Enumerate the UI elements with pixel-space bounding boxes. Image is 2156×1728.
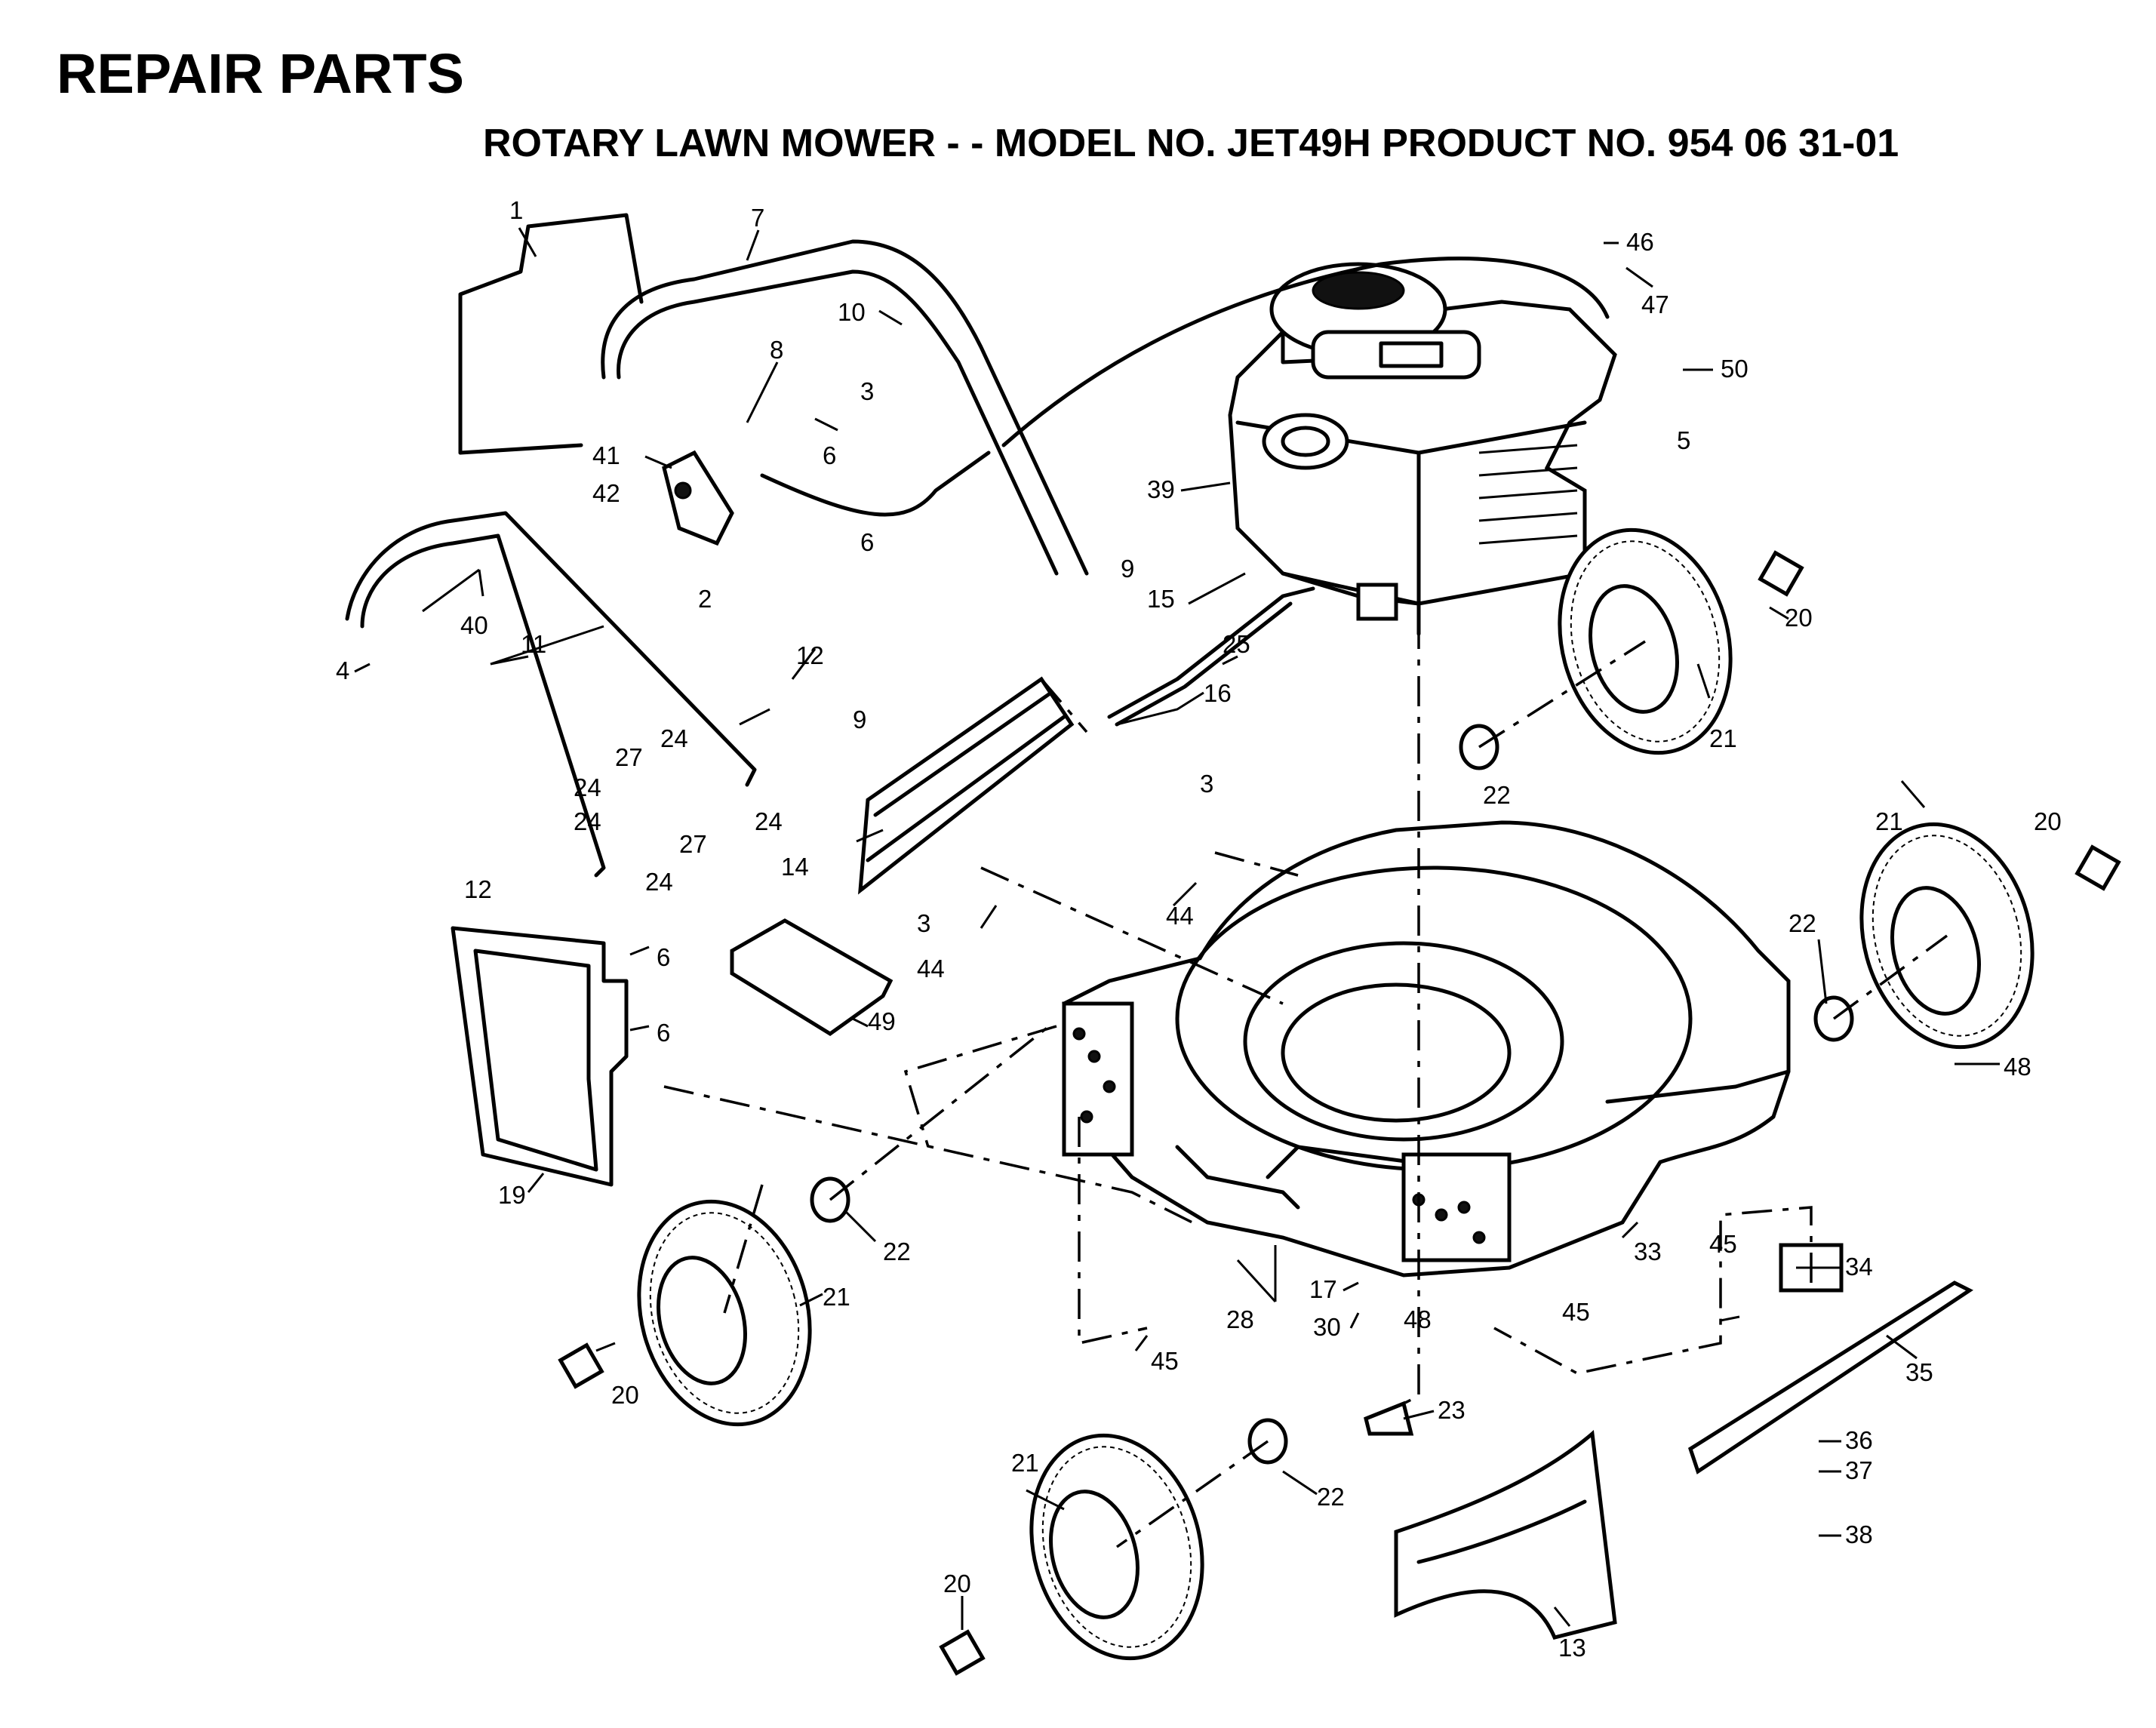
- callout-label: 17: [1309, 1275, 1337, 1303]
- callout-label: 6: [823, 441, 836, 469]
- callout-label: 4: [336, 656, 349, 684]
- callout-labels: 1 7 8 10 3 6 41 42 6 9 2 15 25 16 40 4 1…: [336, 196, 2062, 1662]
- handle-knob: [662, 450, 734, 546]
- callout-label: 19: [498, 1181, 526, 1209]
- wheel-bumper: [1364, 1401, 1414, 1436]
- callout-label: 38: [1845, 1520, 1873, 1548]
- callout-label: 24: [660, 724, 688, 752]
- callout-label: 24: [755, 807, 783, 835]
- callout-label: 3: [860, 377, 874, 405]
- callout-label: 5: [1677, 426, 1690, 454]
- callout-label: 27: [615, 743, 643, 771]
- callout-label: 6: [657, 1019, 670, 1047]
- chute: [730, 918, 893, 1036]
- callout-label: 44: [1166, 902, 1194, 930]
- callout-label: 45: [1562, 1298, 1590, 1326]
- callout-label: 20: [943, 1570, 971, 1597]
- callout-label: 45: [1709, 1230, 1737, 1258]
- lower-handle-4: [345, 511, 757, 878]
- callout-label: 40: [460, 611, 488, 639]
- catcher-frame: [451, 926, 629, 1187]
- callout-label: 27: [679, 830, 707, 858]
- callout-label: 24: [574, 807, 601, 835]
- callout-label: 23: [1438, 1396, 1466, 1424]
- mower-deck: [1062, 820, 1791, 1278]
- callout-label: 49: [868, 1007, 896, 1035]
- rear-bag-outline: [760, 257, 1610, 517]
- callout-label: 21: [823, 1283, 850, 1311]
- callout-label: 35: [1905, 1358, 1933, 1386]
- upper-handle-7: [601, 239, 1089, 576]
- callout-label: 48: [1404, 1305, 1432, 1333]
- callout-label: 20: [1785, 604, 1813, 632]
- callout-label: 22: [1483, 781, 1511, 809]
- callout-label: 3: [1200, 770, 1213, 798]
- callout-label: 2: [698, 585, 712, 613]
- callout-label: 21: [1011, 1449, 1039, 1477]
- callout-label: 45: [1151, 1347, 1179, 1375]
- callout-label: 6: [860, 528, 874, 556]
- callout-label: 11: [521, 630, 546, 658]
- callout-label: 14: [781, 853, 809, 881]
- callout-label: 22: [1317, 1483, 1345, 1511]
- callout-label: 8: [770, 336, 783, 364]
- callout-label: 12: [464, 875, 492, 903]
- rear-guard: [858, 676, 1075, 895]
- callout-label: 28: [1226, 1305, 1254, 1333]
- page-title: REPAIR PARTS: [57, 42, 464, 105]
- callout-label: 20: [611, 1381, 639, 1409]
- callout-label: 12: [796, 641, 824, 669]
- callout-label: 46: [1626, 228, 1654, 256]
- callout-label: 9: [1121, 555, 1134, 583]
- callout-label: 42: [592, 479, 620, 507]
- callout-label: 6: [657, 943, 670, 971]
- callout-label: 20: [2034, 807, 2062, 835]
- callout-label: 3: [917, 909, 930, 937]
- callout-label: 15: [1147, 585, 1175, 613]
- page-subtitle: ROTARY LAWN MOWER - - MODEL NO. JET49H P…: [483, 121, 1899, 165]
- callout-label: 1: [509, 196, 523, 224]
- callout-label: 33: [1634, 1238, 1662, 1265]
- upper-handle-1: [458, 213, 644, 455]
- baffle: [1394, 1430, 1617, 1640]
- callout-label: 47: [1641, 291, 1669, 318]
- callout-label: 48: [2004, 1053, 2031, 1081]
- callout-label: 24: [645, 868, 673, 896]
- cross-rod: [1107, 586, 1315, 727]
- callout-label: 7: [751, 204, 764, 232]
- callout-label: 22: [1788, 909, 1816, 937]
- leader-lines: [354, 227, 2000, 1630]
- callout-label: 24: [574, 773, 601, 801]
- callout-label: 39: [1147, 475, 1175, 503]
- alignment-lines: [663, 619, 1948, 1548]
- callout-label: 25: [1223, 630, 1250, 658]
- callout-label: 10: [838, 298, 866, 326]
- callout-label: 41: [592, 441, 620, 469]
- engine: [1228, 262, 1617, 636]
- callout-label: 30: [1313, 1313, 1341, 1341]
- callout-label: 21: [1709, 724, 1737, 752]
- callout-label: 21: [1875, 807, 1903, 835]
- callout-label: 44: [917, 955, 945, 982]
- callout-label: 50: [1721, 355, 1748, 383]
- callout-label: 36: [1845, 1426, 1873, 1454]
- callout-label: 9: [853, 706, 866, 733]
- callout-label: 34: [1845, 1253, 1873, 1281]
- callout-label: 16: [1204, 679, 1232, 707]
- callout-label: 22: [883, 1238, 911, 1265]
- callout-label: 13: [1558, 1634, 1586, 1662]
- callout-label: 37: [1845, 1456, 1873, 1484]
- axle-bolts: [558, 550, 2121, 1676]
